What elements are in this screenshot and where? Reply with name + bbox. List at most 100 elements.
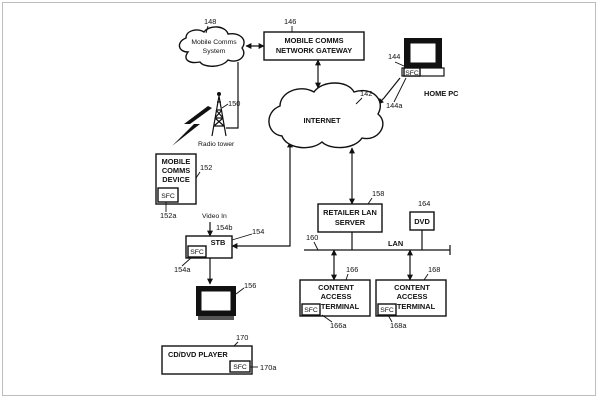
tv-ref-leader bbox=[235, 287, 245, 295]
terminal-168-ref-leader bbox=[423, 273, 429, 281]
internet-ref: 142 bbox=[360, 89, 372, 98]
mobile-device-label-line1: MOBILE bbox=[162, 157, 191, 166]
tv-stand bbox=[198, 316, 234, 320]
lan-ref: 160 bbox=[306, 233, 318, 242]
dvd-ref: 164 bbox=[418, 199, 430, 208]
server-ref: 158 bbox=[372, 189, 384, 198]
video-in-ref: 154b bbox=[216, 223, 232, 232]
terminal-168-label-line2: ACCESS bbox=[397, 292, 428, 301]
terminal-168-sfc-box bbox=[377, 303, 397, 316]
terminal-166-sfc-ref-leader bbox=[321, 314, 333, 323]
server-label-line2: SERVER bbox=[335, 218, 366, 227]
gateway-ref: 146 bbox=[284, 17, 296, 26]
mobile-device-ref: 152 bbox=[200, 163, 212, 172]
terminal-168-sfc-ref: 168a bbox=[390, 321, 407, 330]
terminal-166-sfc-label: SFC bbox=[304, 307, 318, 314]
retailer-lan-server: RETAILER LAN SERVER 158 bbox=[317, 189, 384, 233]
terminal-166-sfc-box bbox=[301, 303, 321, 316]
system-ref-leader bbox=[205, 25, 209, 34]
server-ref-leader bbox=[367, 197, 373, 205]
cd-dvd-player-ref: 170 bbox=[236, 333, 248, 342]
video-in-label: Video In bbox=[202, 213, 227, 220]
stb-sfc-box bbox=[187, 245, 207, 258]
terminal-166-label-line3: TERMINAL bbox=[321, 302, 360, 311]
tower-icon bbox=[211, 95, 227, 137]
cd-dvd-player: CD/DVD PLAYER SFC 170 170a bbox=[161, 333, 277, 375]
content-access-terminal-166: CONTENT ACCESS TERMINAL SFC 166 166a bbox=[299, 265, 371, 330]
dvd-label: DVD bbox=[414, 217, 430, 226]
home-pc: SFC 144 144a HOME PC bbox=[386, 38, 459, 110]
mobile-device-label-line3: DEVICE bbox=[162, 175, 190, 184]
server-box bbox=[317, 203, 383, 233]
gateway-box bbox=[263, 31, 365, 61]
terminal-166-ref: 166 bbox=[346, 265, 358, 274]
terminal-168-sfc-ref-leader bbox=[387, 314, 393, 323]
terminal-168-label-line1: CONTENT bbox=[394, 283, 430, 292]
link-internet-stb bbox=[231, 141, 293, 249]
gateway-label-line2: NETWORK GATEWAY bbox=[276, 46, 352, 55]
home-pc-ref-leader bbox=[394, 61, 405, 67]
gateway-label-line1: MOBILE COMMS bbox=[284, 36, 343, 45]
mobile-device-label-line2: COMMS bbox=[162, 166, 190, 175]
internet-cloud: INTERNET 142 bbox=[268, 82, 384, 149]
cd-dvd-player-ref-leader bbox=[233, 341, 239, 347]
mobile-comms-system: Mobile Comms System 148 bbox=[178, 17, 245, 67]
lightning-bolt bbox=[172, 106, 212, 146]
tower-ref-leader bbox=[221, 103, 229, 109]
monitor-screen bbox=[409, 42, 437, 64]
internet-cloud-shape bbox=[268, 82, 384, 149]
dvd-unit: DVD 164 bbox=[409, 199, 435, 231]
mobile-device-ref-leader bbox=[195, 171, 201, 179]
stb-ref: 154 bbox=[252, 227, 264, 236]
content-access-terminal-168: CONTENT ACCESS TERMINAL SFC 168 168a bbox=[375, 265, 447, 330]
terminal-168-ref: 168 bbox=[428, 265, 440, 274]
image-frame bbox=[2, 2, 596, 396]
stb-sfc-ref-leader bbox=[181, 256, 193, 267]
cd-dvd-player-label: CD/DVD PLAYER bbox=[168, 350, 228, 359]
terminal-166-ref-leader bbox=[345, 273, 349, 281]
stb-sfc-label: SFC bbox=[190, 249, 204, 256]
cd-dvd-player-sfc-ref: 170a bbox=[260, 363, 277, 372]
system-label-line1: Mobile Comms bbox=[191, 39, 237, 46]
mobile-device-sfc-box bbox=[157, 187, 179, 203]
system-ref: 148 bbox=[204, 17, 216, 26]
stb-ref-leader bbox=[231, 233, 253, 241]
stb-label: STB bbox=[211, 238, 226, 247]
terminal-166-sfc-ref: 166a bbox=[330, 321, 347, 330]
link-system-tower bbox=[226, 62, 239, 129]
tv-screen bbox=[200, 290, 232, 312]
cd-dvd-player-sfc-label: SFC bbox=[233, 364, 247, 371]
home-pc-sfc-ref: 144a bbox=[386, 101, 403, 110]
terminal-168-label-line3: TERMINAL bbox=[397, 302, 436, 311]
tv-ref: 156 bbox=[244, 281, 256, 290]
terminal-168-sfc-label: SFC bbox=[380, 307, 394, 314]
lan-ref-leader bbox=[313, 241, 319, 251]
pc-sfc-box bbox=[403, 67, 421, 77]
internet-label: INTERNET bbox=[304, 116, 341, 125]
network-gateway: MOBILE COMMS NETWORK GATEWAY 146 bbox=[263, 17, 365, 61]
lan-label: LAN bbox=[388, 239, 403, 248]
cd-dvd-player-sfc-box bbox=[229, 360, 251, 373]
television: 156 bbox=[196, 281, 256, 320]
terminal-166-label-line1: CONTENT bbox=[318, 283, 354, 292]
system-label-line2: System bbox=[203, 48, 226, 55]
mobile-device-sfc-label: SFC bbox=[161, 193, 175, 200]
mobile-comms-device: MOBILE COMMS DEVICE SFC 152 152a bbox=[155, 153, 212, 220]
tower-label: Radio tower bbox=[198, 141, 235, 148]
set-top-box: Video In 154b STB SFC 154 154a bbox=[174, 213, 264, 274]
tower-ref: 150 bbox=[228, 99, 240, 108]
mobile-device-sfc-ref: 152a bbox=[160, 211, 177, 220]
tower-tip-icon bbox=[217, 92, 221, 96]
pc-base bbox=[401, 67, 445, 77]
home-pc-ref: 144 bbox=[388, 52, 400, 61]
terminal-166-label-line2: ACCESS bbox=[321, 292, 352, 301]
server-label-line1: RETAILER LAN bbox=[323, 208, 377, 217]
home-pc-sfc-ref-leader bbox=[393, 77, 407, 103]
internet-ref-leader bbox=[355, 97, 363, 105]
cloud-shape bbox=[178, 26, 245, 67]
pc-sfc-label: SFC bbox=[405, 70, 419, 77]
radio-tower: 150 Radio tower bbox=[198, 92, 240, 148]
dvd-box bbox=[409, 211, 435, 231]
lan: LAN 160 bbox=[306, 233, 403, 251]
